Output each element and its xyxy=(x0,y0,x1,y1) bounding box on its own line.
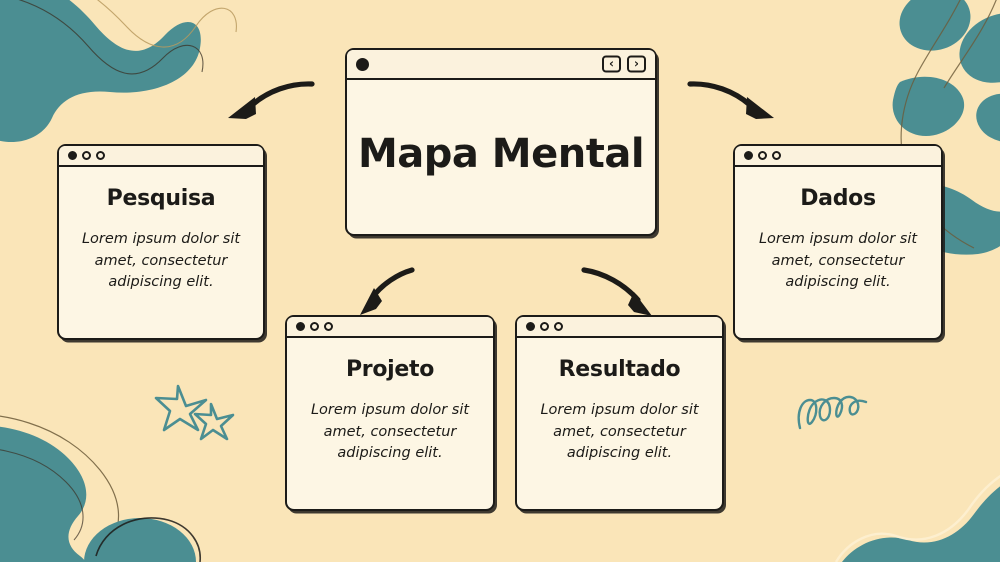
card-pesquisa-titlebar xyxy=(59,146,263,167)
nav-back-button[interactable]: ‹ xyxy=(602,55,621,73)
card-title: Resultado xyxy=(558,357,681,382)
window-dot-icon xyxy=(540,322,549,331)
central-window-titlebar: ‹ › xyxy=(347,50,655,80)
nav-forward-button[interactable]: › xyxy=(627,55,646,73)
window-dot-icon xyxy=(772,151,781,160)
card-title: Pesquisa xyxy=(106,186,216,211)
window-dot-icon xyxy=(744,151,753,160)
window-dot-icon xyxy=(758,151,767,160)
page-title: Mapa Mental xyxy=(357,131,645,177)
window-dot-icon xyxy=(324,322,333,331)
nav-buttons: ‹ › xyxy=(602,55,646,73)
card-description: Lorem ipsum dolor sit amet, consectetur … xyxy=(310,402,470,462)
window-dot-icon xyxy=(554,322,563,331)
card-projeto-titlebar xyxy=(287,317,493,338)
card-projeto-body: Projeto Lorem ipsum dolor sit amet, cons… xyxy=(287,338,493,509)
card-projeto[interactable]: Projeto Lorem ipsum dolor sit amet, cons… xyxy=(285,315,495,511)
card-dados-body: Dados Lorem ipsum dolor sit amet, consec… xyxy=(735,167,941,338)
card-title: Projeto xyxy=(345,357,435,382)
arrow-center-to-resultado-icon xyxy=(581,267,652,316)
window-dots xyxy=(347,57,369,71)
doodle-stars-icon xyxy=(154,384,235,441)
window-dots xyxy=(735,151,781,160)
window-dot-icon xyxy=(526,322,535,331)
card-pesquisa[interactable]: Pesquisa Lorem ipsum dolor sit amet, con… xyxy=(57,144,265,340)
card-resultado-body: Resultado Lorem ipsum dolor sit amet, co… xyxy=(517,338,722,509)
arrow-center-to-dados-icon xyxy=(687,81,774,119)
window-dot-icon xyxy=(356,57,369,71)
card-dados-titlebar xyxy=(735,146,941,167)
card-description: Lorem ipsum dolor sit amet, consectetur … xyxy=(81,231,241,291)
window-dot-icon xyxy=(82,151,91,160)
arrow-center-to-projeto-icon xyxy=(360,267,415,315)
window-dots xyxy=(59,151,105,160)
loop-squiggle-icon xyxy=(797,395,868,430)
card-resultado[interactable]: Resultado Lorem ipsum dolor sit amet, co… xyxy=(515,315,724,511)
card-description: Lorem ipsum dolor sit amet, consectetur … xyxy=(758,231,918,291)
blob-bottom-right-icon xyxy=(834,474,1000,562)
window-dot-icon xyxy=(296,322,305,331)
window-dots xyxy=(287,322,333,331)
central-window-body: Mapa Mental xyxy=(347,80,655,234)
central-window[interactable]: ‹ › Mapa Mental xyxy=(345,48,657,236)
window-dots xyxy=(517,322,563,331)
card-dados[interactable]: Dados Lorem ipsum dolor sit amet, consec… xyxy=(733,144,943,340)
window-dot-icon xyxy=(96,151,105,160)
card-title: Dados xyxy=(800,186,876,211)
card-description: Lorem ipsum dolor sit amet, consectetur … xyxy=(540,402,699,462)
arrow-center-to-pesquisa-icon xyxy=(228,81,315,119)
card-pesquisa-body: Pesquisa Lorem ipsum dolor sit amet, con… xyxy=(59,167,263,338)
blob-bottom-left-icon xyxy=(0,415,201,562)
card-resultado-titlebar xyxy=(517,317,722,338)
blob-top-left-icon xyxy=(0,0,237,142)
window-dot-icon xyxy=(310,322,319,331)
window-dot-icon xyxy=(68,151,77,160)
